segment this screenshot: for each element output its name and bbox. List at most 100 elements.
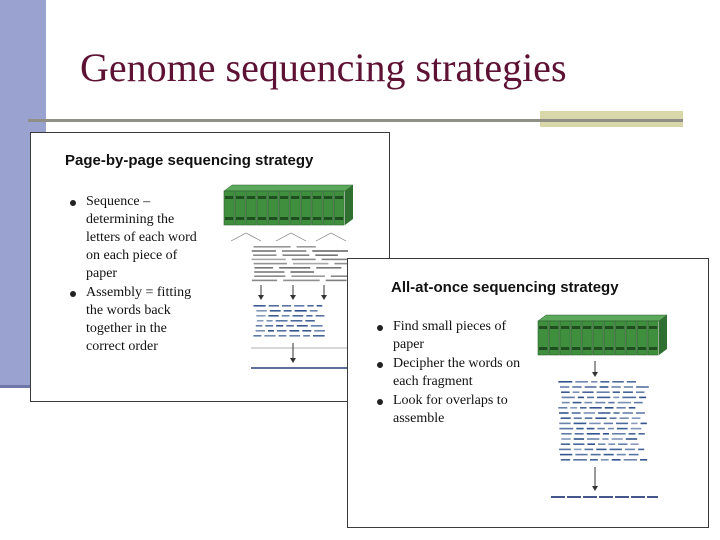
sequence-fragment [639,396,647,399]
sequence-fragment [573,417,582,419]
scrambled-text-line [281,250,307,252]
sequence-fragment [613,412,620,414]
sequence-fragment [597,443,606,445]
sequence-fragment [619,417,629,419]
sequence-fragment [296,325,308,327]
sequence-fragment [625,438,638,440]
scrambled-text-line [279,267,311,269]
sequence-fragment [256,310,267,312]
sequence-fragment [598,412,611,414]
sequence-fragment [607,427,614,430]
book-band [605,347,614,350]
sequence-fragment [265,325,274,327]
left-accent-underline [0,385,46,388]
scrambled-text-line [291,275,325,277]
scrambled-text-line [254,271,285,273]
book-band [225,196,234,199]
sequence-fragment [559,427,574,430]
scrambled-text-line [253,262,287,265]
book-band [550,347,559,350]
sequence-fragment [597,427,605,430]
book-icon [647,320,659,356]
sequence-fragment [582,391,594,393]
sequence-fragment [560,459,571,461]
sequence-fragment [278,335,287,337]
book-band [561,347,570,350]
sequence-fragment [560,443,571,445]
sequence-fragment [611,438,623,440]
sequence-fragment [561,438,571,440]
sequence-fragment [309,310,318,312]
book-icon [234,190,246,226]
scrambled-text-line [251,279,278,282]
sequence-fragment [636,386,649,388]
sequence-fragment [640,459,648,461]
book-band [649,347,658,350]
sequence-fragment [617,401,631,404]
book-band [627,326,636,329]
scrambled-text-line [290,271,315,273]
book-band [335,196,344,199]
down-arrow-head [290,358,296,363]
book-stack-side [345,185,353,225]
sequence-fragment [590,453,601,456]
sequence-fragment [266,320,273,322]
sequence-fragment [640,422,647,425]
book-band [280,196,289,199]
sequence-fragment [595,417,607,419]
book-band [638,326,647,329]
book-band [335,217,344,220]
book-icon [223,190,235,226]
sequence-fragment [628,453,639,456]
sequence-fragment [626,381,637,383]
sequence-fragment [560,417,571,419]
sequence-fragment [305,320,315,322]
bullet-text: Sequence – determining the letters of ea… [86,194,197,281]
sequence-fragment [576,427,584,430]
sequence-fragment [628,433,636,435]
book-band [616,326,625,329]
bullet-dot-icon [377,325,383,331]
sequence-fragment [572,386,582,388]
sequence-fragment [633,401,643,404]
book-band [594,347,603,350]
sequence-fragment [268,305,279,307]
book-band [258,196,267,199]
sequence-fragment [574,433,584,435]
sequence-fragment [573,422,587,425]
sequence-fragment [591,381,598,383]
scrambled-text-line [251,250,276,252]
sequence-fragment [573,459,587,461]
sequence-fragment [584,417,593,419]
sequence-fragment [281,305,292,307]
sequence-fragment [635,391,645,393]
book-band [291,217,300,220]
book-band [605,326,614,329]
sequence-fragment [561,401,570,404]
sequence-fragment [587,443,595,445]
scrambled-text-line [316,267,342,269]
sequence-fragment [290,320,303,322]
book-band [572,326,581,329]
scrambled-text-line [254,275,286,277]
scrambled-text-line [292,262,329,265]
sequence-fragment [622,396,637,399]
sequence-fragment [612,391,620,393]
sequence-fragment [628,407,636,409]
bullet-dot-icon [377,362,383,368]
sequence-fragment [292,315,304,317]
bullet-item: Assembly = fitting the words back togeth… [69,284,199,356]
sequence-fragment [559,448,571,451]
sequence-fragment [572,401,582,404]
book-band [324,217,333,220]
sequence-fragment [635,412,645,414]
book-band [539,326,548,329]
sequence-fragment [312,335,325,337]
sequence-fragment [267,330,274,332]
sequence-fragment [613,396,620,399]
sequence-fragment [616,422,629,425]
book-band [247,196,256,199]
down-arrow-head [290,295,296,300]
sequence-fragment [623,459,638,461]
bullet-dot-icon [70,291,76,297]
